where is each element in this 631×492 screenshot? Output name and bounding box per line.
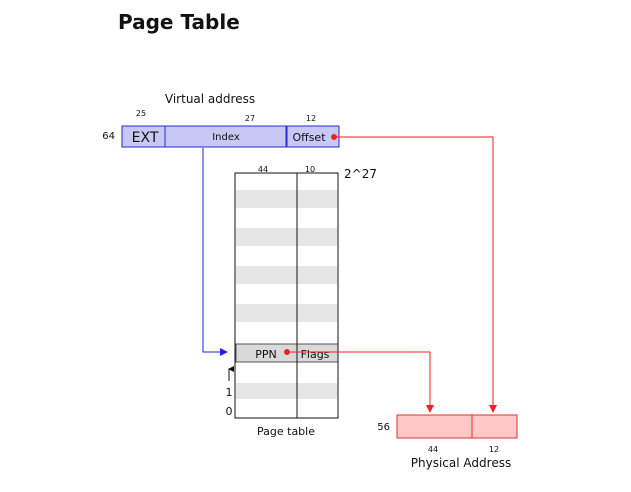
ppn-copy-arrow: [287, 351, 434, 413]
physical-address-caption: Physical Address: [411, 456, 511, 470]
index-field: [164, 125, 287, 148]
ppn-output-field: [396, 414, 473, 439]
ppn-bits-label: 44: [258, 165, 268, 174]
page-table-stripes: [236, 190, 337, 399]
offset-field-label: Offset: [292, 131, 326, 144]
page-table-size-label: 2^27: [344, 167, 377, 181]
index-field-label: Index: [212, 132, 240, 143]
page-table-caption: Page table: [257, 425, 315, 438]
physical-address-width: 56: [377, 422, 390, 433]
row-label-1: 1: [226, 386, 233, 399]
diagram-title: Page Table: [118, 10, 240, 34]
offset-output-field: [471, 414, 518, 439]
virtual-address-width: 64: [102, 131, 115, 142]
offset-copy-arrow: [334, 136, 497, 413]
table-stripe: [236, 383, 337, 399]
table-stripe: [236, 228, 337, 246]
table-stripe: [236, 304, 337, 322]
index-lookup-arrow: [202, 148, 228, 356]
table-stripe: [236, 190, 337, 208]
flags-label: Flags: [301, 348, 330, 361]
physical-ppn-bits-label: 44: [428, 445, 438, 454]
ext-field-label: EXT: [132, 130, 159, 146]
page-table-outline: [234, 172, 339, 419]
virtual-address-caption: Virtual address: [165, 92, 255, 106]
flags-bits-label: 10: [305, 165, 315, 174]
ppn-label: PPN: [255, 348, 277, 361]
offset-bits-label: 12: [306, 114, 316, 123]
physical-offset-bits-label: 12: [489, 445, 499, 454]
row-label-0: 0: [226, 405, 233, 418]
index-bits-label: 27: [245, 114, 255, 123]
table-stripe: [236, 266, 337, 284]
ext-bits-label: 25: [136, 109, 146, 118]
